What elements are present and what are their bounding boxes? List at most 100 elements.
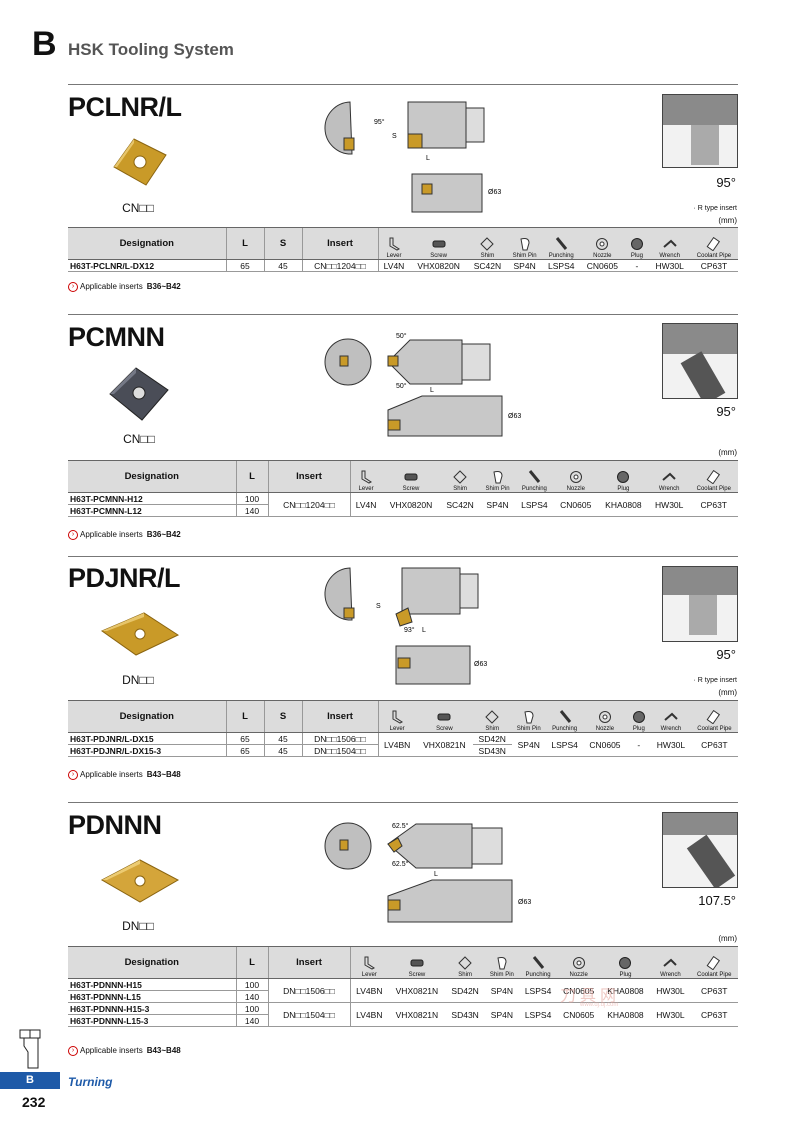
table-cell: L [235, 460, 268, 493]
nozzle-icon [572, 957, 585, 969]
table-cell: VHX0821N [388, 978, 446, 1003]
section-divider [68, 314, 738, 315]
table-row: H63T-PDNNN-L15 140 [68, 990, 738, 1003]
table-cell: 100 [235, 492, 268, 505]
shim-pin-icon [497, 957, 507, 970]
spec-table: Designation L S Insert Lever Screw Shim … [68, 700, 738, 757]
table-cell: Lever [377, 700, 416, 733]
arrow-circle-icon: › [68, 1046, 78, 1056]
chapter-tab[interactable]: B [0, 1072, 60, 1089]
table-cell: SP4N [507, 259, 543, 272]
table-cell: H63T-PCLNR/L-DX12 [68, 259, 226, 272]
dim-diameter: Ø63 [474, 661, 487, 668]
table-cell: HW30L [651, 732, 691, 757]
table-cell: SP4N [479, 492, 516, 517]
coolant-pipe-icon [706, 237, 720, 251]
col-insert: Insert [301, 227, 378, 260]
table-cell: Coolant Pipe [690, 946, 738, 979]
shim-pin-icon [492, 471, 503, 484]
coolant-pipe-icon [706, 710, 721, 724]
table-cell: LV4BN [377, 732, 416, 757]
unit-label: (mm) [718, 448, 737, 457]
tool-diagram: 62.5° 62.5° L Ø63 [324, 822, 531, 923]
machining-diagram [662, 94, 738, 168]
lever-icon [389, 237, 400, 251]
insert-image-gold [100, 859, 180, 903]
unit-label: (mm) [718, 216, 737, 225]
section-divider [68, 84, 738, 85]
table-cell: L [235, 946, 268, 979]
col-lever: Lever [377, 227, 410, 260]
table-row: H63T-PDNNN-H15-3 100 DN□□1504□□ LV4BN VH… [68, 1002, 738, 1027]
tool-diagram: S 93° L Ø63 [324, 567, 487, 685]
table-cell: 100 [235, 1002, 268, 1015]
table-cell: 140 [235, 1014, 268, 1027]
table-cell: Lever [349, 460, 382, 493]
table-cell: 65 [225, 259, 264, 272]
table-cell: Screw [388, 946, 446, 979]
table-cell: 140 [235, 504, 268, 517]
section-divider [68, 802, 738, 803]
table-cell: Insert [301, 700, 378, 733]
table-cell: Wrench [648, 460, 690, 493]
table-cell: H63T-PDNNN-H15-3 [68, 1002, 236, 1015]
dim-angle-bottom: 50° [396, 382, 407, 390]
product-title: PDJNR/L [68, 563, 181, 593]
table-cell: KHA0808 [600, 1002, 651, 1027]
punching-icon [556, 237, 568, 250]
table-cell: H63T-PCMNN-H12 [68, 492, 236, 505]
nozzle-icon [596, 238, 609, 250]
wrench-icon [664, 712, 678, 721]
arrow-circle-icon: › [68, 770, 78, 780]
cutting-angle: 95° [716, 404, 736, 419]
nozzle-icon [598, 711, 611, 723]
shim-pin-icon [524, 711, 534, 724]
screw-icon [404, 473, 418, 481]
dim-l: L [422, 627, 426, 634]
coolant-pipe-icon [706, 470, 720, 484]
table-cell: DN□□1504□□ [301, 744, 378, 757]
table-cell: CP63T [690, 1002, 738, 1027]
table-cell: CN0605 [553, 492, 598, 517]
unit-label: (mm) [718, 934, 737, 943]
plug-icon [617, 471, 630, 483]
punching-icon [532, 956, 545, 969]
table-cell: Designation [68, 700, 226, 733]
table-cell: CN□□1204□□ [267, 492, 350, 517]
table-cell: Designation [68, 460, 236, 493]
spec-table: Designation L Insert Lever Screw Shim Sh… [68, 946, 738, 1027]
table-cell: HW30L [650, 1002, 691, 1027]
table-cell: LSPS4 [515, 492, 554, 517]
table-cell: Screw [381, 460, 441, 493]
table-cell: CN0605 [556, 1002, 601, 1027]
col-punching: Punching [542, 227, 581, 260]
insert-note: · R type insert [693, 677, 737, 684]
table-cell: SP4N [511, 732, 546, 757]
table-cell: VHX0821N [388, 1002, 446, 1027]
shim-icon [458, 956, 472, 970]
arrow-circle-icon: › [68, 530, 78, 540]
wrench-icon [663, 958, 678, 967]
table-cell: Shim Pin [479, 460, 516, 493]
nozzle-icon [569, 471, 582, 483]
table-cell: Designation [68, 946, 236, 979]
table-cell: Insert [267, 460, 350, 493]
col-s: S [263, 227, 302, 260]
table-cell: LV4N [349, 492, 382, 517]
table-cell: CP63T [690, 732, 738, 757]
chapter-letter: B [32, 25, 57, 63]
table-row: H63T-PDJNR/L-DX15-3 65 45 DN□□1504□□ SD4… [68, 744, 738, 757]
product-title: PDNNN [68, 810, 162, 840]
col-screw: Screw [409, 227, 468, 260]
dim-angle-top: 62.5° [392, 822, 409, 830]
table-cell: Shim [440, 460, 480, 493]
table-cell: CN0605 [556, 978, 601, 1003]
table-cell: LSPS4 [519, 978, 557, 1003]
screw-icon [437, 713, 451, 721]
table-cell: Lever [349, 946, 389, 979]
table-row: H63T-PCMNN-L12 140 [68, 504, 738, 517]
